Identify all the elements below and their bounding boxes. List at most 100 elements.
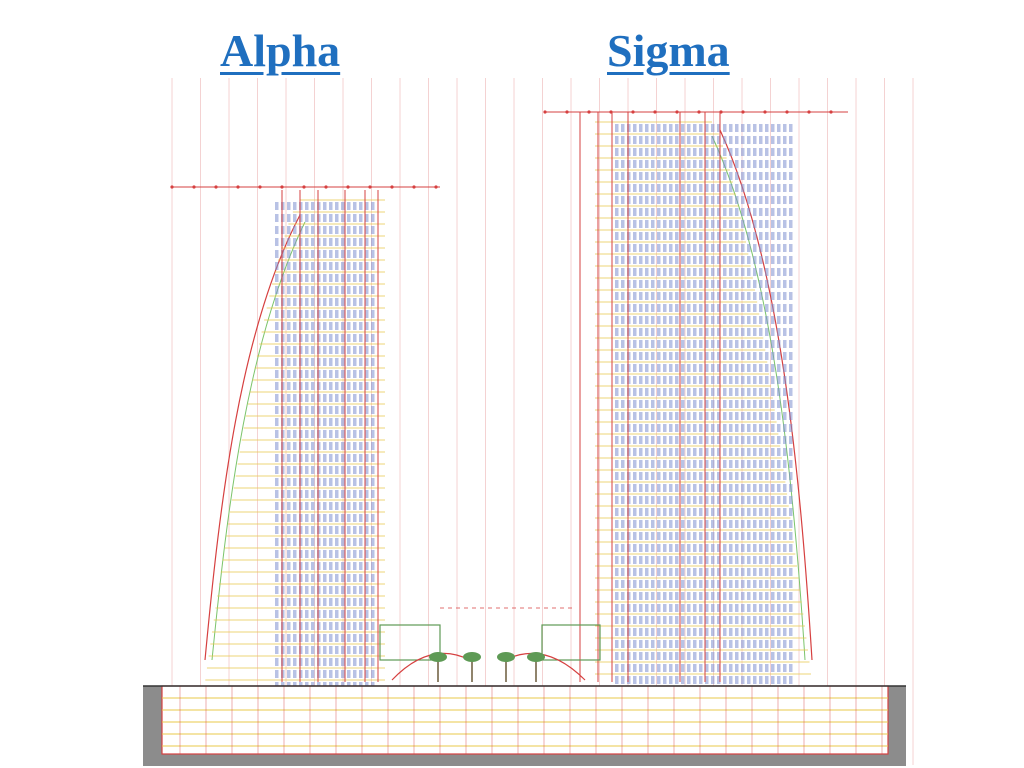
window bbox=[627, 412, 631, 420]
window bbox=[305, 310, 309, 318]
window bbox=[371, 262, 375, 270]
window bbox=[633, 472, 637, 480]
window bbox=[669, 604, 673, 612]
window bbox=[305, 574, 309, 582]
window bbox=[299, 550, 303, 558]
window bbox=[341, 646, 345, 654]
window bbox=[275, 466, 279, 474]
window bbox=[359, 502, 363, 510]
window bbox=[657, 184, 661, 192]
window bbox=[329, 250, 333, 258]
window bbox=[717, 592, 721, 600]
window bbox=[633, 304, 637, 312]
window bbox=[687, 544, 691, 552]
window bbox=[335, 634, 339, 642]
window bbox=[705, 364, 709, 372]
window bbox=[341, 238, 345, 246]
window bbox=[699, 664, 703, 672]
window bbox=[317, 610, 321, 618]
window bbox=[789, 172, 793, 180]
window bbox=[335, 214, 339, 222]
window bbox=[693, 664, 697, 672]
window bbox=[365, 550, 369, 558]
window bbox=[335, 514, 339, 522]
window bbox=[771, 280, 775, 288]
window bbox=[771, 208, 775, 216]
window bbox=[675, 664, 679, 672]
window bbox=[645, 580, 649, 588]
window bbox=[729, 484, 733, 492]
window bbox=[771, 376, 775, 384]
window bbox=[783, 568, 787, 576]
window bbox=[777, 544, 781, 552]
window bbox=[777, 208, 781, 216]
window bbox=[753, 268, 757, 276]
window bbox=[771, 352, 775, 360]
window bbox=[759, 364, 763, 372]
window bbox=[645, 592, 649, 600]
window bbox=[281, 466, 285, 474]
window bbox=[705, 460, 709, 468]
window bbox=[299, 406, 303, 414]
window bbox=[311, 598, 315, 606]
window bbox=[699, 388, 703, 396]
window bbox=[777, 484, 781, 492]
window bbox=[741, 592, 745, 600]
window bbox=[711, 160, 715, 168]
window bbox=[747, 364, 751, 372]
window bbox=[771, 568, 775, 576]
window bbox=[693, 460, 697, 468]
window bbox=[711, 640, 715, 648]
window bbox=[329, 586, 333, 594]
window bbox=[741, 136, 745, 144]
window bbox=[651, 424, 655, 432]
window bbox=[717, 544, 721, 552]
window bbox=[753, 208, 757, 216]
window bbox=[615, 364, 619, 372]
window bbox=[675, 376, 679, 384]
window bbox=[633, 460, 637, 468]
window bbox=[365, 202, 369, 210]
window bbox=[293, 310, 297, 318]
window bbox=[341, 514, 345, 522]
window bbox=[687, 136, 691, 144]
window bbox=[657, 520, 661, 528]
window bbox=[759, 412, 763, 420]
window bbox=[287, 610, 291, 618]
window bbox=[765, 124, 769, 132]
window bbox=[353, 406, 357, 414]
sigma-title-link[interactable]: Sigma bbox=[607, 25, 730, 76]
window bbox=[711, 652, 715, 660]
alpha-title-link[interactable]: Alpha bbox=[220, 25, 341, 76]
window bbox=[699, 604, 703, 612]
window bbox=[699, 244, 703, 252]
window bbox=[293, 406, 297, 414]
window bbox=[627, 388, 631, 396]
window bbox=[729, 208, 733, 216]
window bbox=[359, 262, 363, 270]
window bbox=[741, 520, 745, 528]
window bbox=[645, 304, 649, 312]
window bbox=[633, 616, 637, 624]
window bbox=[687, 628, 691, 636]
window bbox=[281, 214, 285, 222]
window bbox=[639, 676, 643, 684]
window bbox=[275, 418, 279, 426]
window bbox=[323, 442, 327, 450]
window bbox=[741, 604, 745, 612]
grid-marker bbox=[412, 185, 416, 189]
window bbox=[705, 208, 709, 216]
grid-marker bbox=[631, 110, 635, 114]
window bbox=[783, 376, 787, 384]
window bbox=[359, 334, 363, 342]
window bbox=[729, 616, 733, 624]
window bbox=[329, 346, 333, 354]
window bbox=[353, 478, 357, 486]
window bbox=[305, 562, 309, 570]
window bbox=[741, 652, 745, 660]
window bbox=[735, 448, 739, 456]
window bbox=[633, 556, 637, 564]
window bbox=[347, 346, 351, 354]
window bbox=[621, 292, 625, 300]
window bbox=[705, 376, 709, 384]
